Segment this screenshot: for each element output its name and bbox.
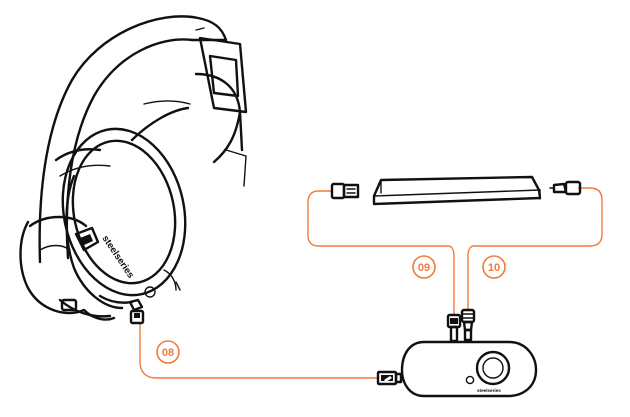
cable-10-line — [467, 187, 603, 310]
micro-usb-plug-icon — [128, 298, 145, 325]
callout-08-label: 08 — [162, 347, 174, 359]
transmitter-brand-logo: steelseries — [477, 388, 501, 393]
volume-dial-icon[interactable] — [475, 350, 511, 386]
usb-plug-top-icon — [330, 182, 360, 200]
headset-icon: steelseries — [19, 15, 248, 321]
right-ear-cup: steelseries — [61, 127, 187, 310]
transmitter-plug-10-icon — [460, 308, 476, 342]
cable-09-line — [307, 190, 455, 315]
cable-08-line — [139, 323, 378, 379]
callout-08: 08 — [156, 340, 180, 364]
usb-plug-icon — [376, 370, 403, 386]
status-led-icon — [465, 375, 475, 385]
transmitter-icon: steelseries — [400, 340, 538, 398]
callout-09: 09 — [412, 255, 436, 279]
callout-09-label: 09 — [418, 262, 430, 274]
cables — [139, 187, 603, 379]
transmitter-plug-09-icon — [446, 313, 462, 343]
callout-10: 10 — [482, 255, 506, 279]
callout-10-label: 10 — [488, 262, 500, 274]
headset-ports — [58, 269, 181, 318]
headband — [38, 15, 248, 264]
left-ear-cup — [19, 215, 116, 321]
optical-plug-icon — [549, 180, 582, 196]
tv-bar-icon — [372, 175, 542, 206]
